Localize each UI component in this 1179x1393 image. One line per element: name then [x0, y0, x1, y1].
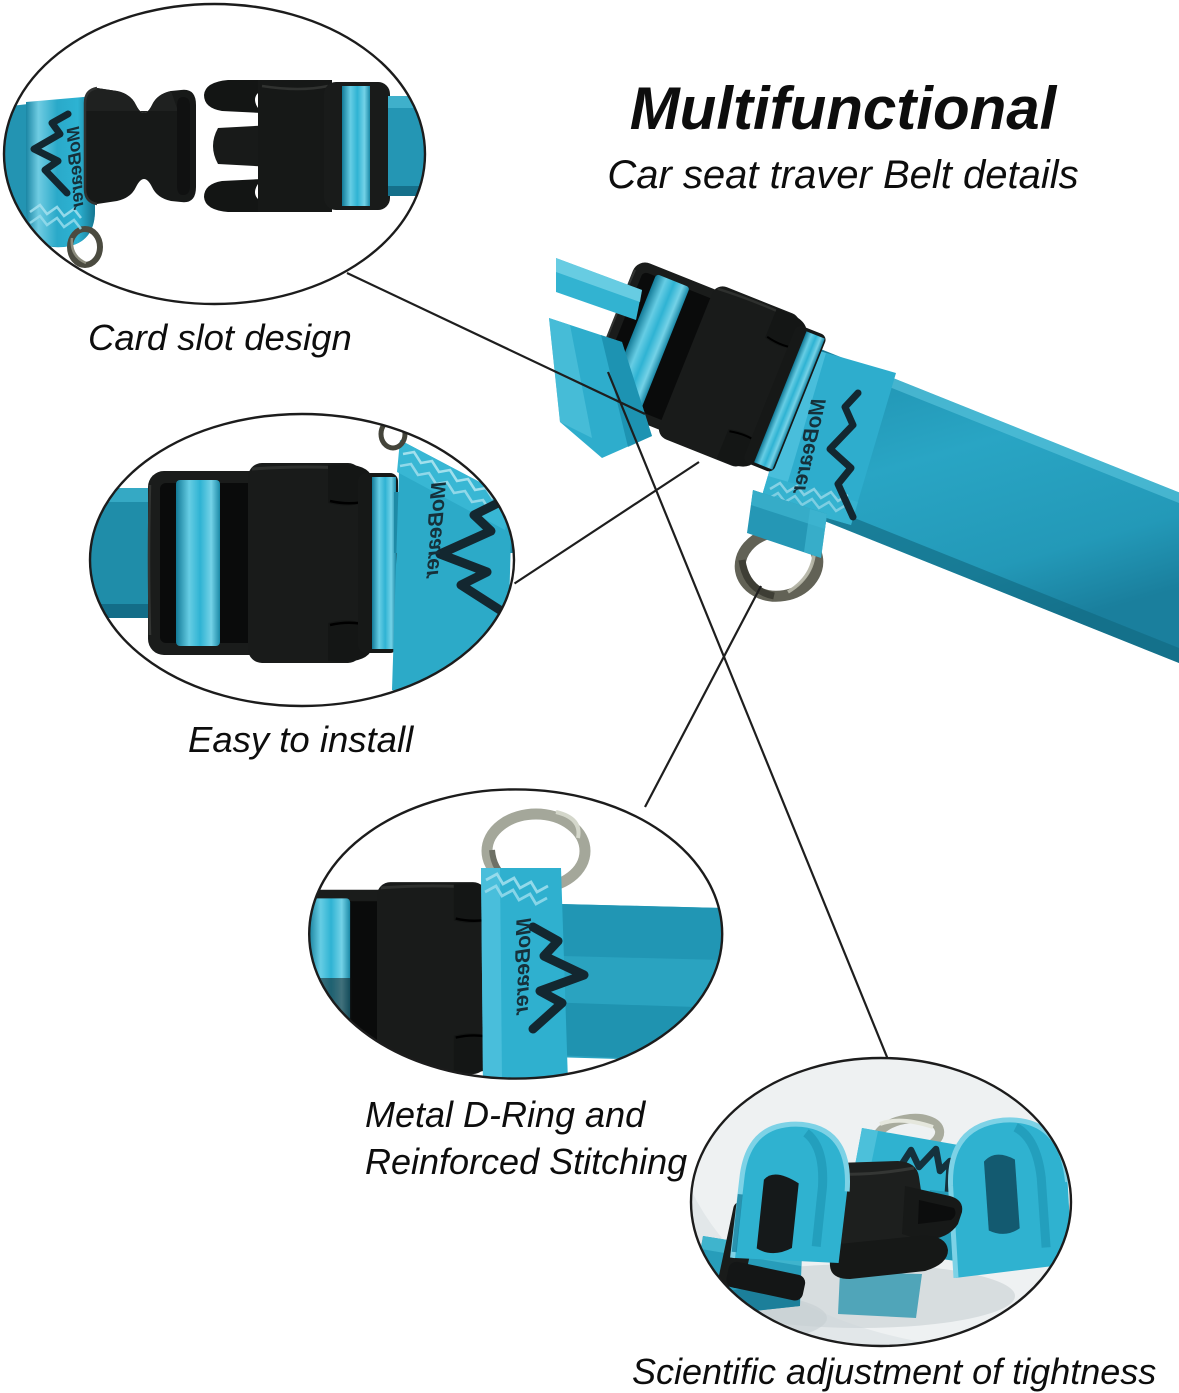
svg-text:Reinforced Stitching: Reinforced Stitching: [365, 1141, 687, 1182]
svg-text:Scientific adjustment of tight: Scientific adjustment of tightness: [632, 1351, 1156, 1392]
svg-text:MoBearer: MoBearer: [63, 126, 87, 211]
svg-text:Card slot design: Card slot design: [88, 317, 352, 358]
svg-text:Easy to install: Easy to install: [188, 719, 414, 760]
svg-text:Car seat traver Belt details: Car seat traver Belt details: [607, 153, 1078, 197]
svg-text:Metal D-Ring and: Metal D-Ring and: [365, 1094, 646, 1135]
svg-text:MoBearer: MoBearer: [510, 917, 536, 1016]
svg-text:Multifunctional: Multifunctional: [630, 75, 1058, 142]
